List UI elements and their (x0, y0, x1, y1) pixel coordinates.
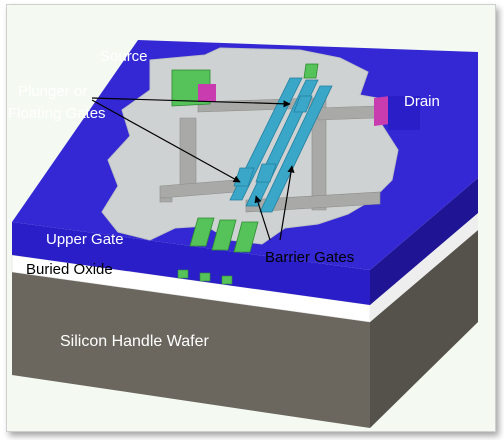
front-contacts (189, 217, 259, 253)
annotation-arrows (91, 97, 295, 241)
gray-frame-structure (159, 97, 381, 213)
buried-oxide-right (370, 213, 478, 322)
label-source: Source (100, 48, 148, 65)
source-pad (171, 69, 216, 107)
label-plunger-line2: Floating Gates (8, 105, 106, 122)
silicon-front-face (12, 272, 370, 428)
upper-gate-front-side (12, 222, 370, 305)
gate-fins (229, 77, 333, 213)
label-silicon-handle-wafer: Silicon Handle Wafer (60, 333, 209, 350)
silicon-right-face (370, 230, 478, 428)
label-drain: Drain (404, 93, 440, 110)
label-buried-oxide: Buried Oxide (26, 261, 113, 278)
label-upper-gate: Upper Gate (46, 231, 124, 248)
label-plunger-line1: Plunger or (18, 83, 87, 100)
upper-gate-right-side (370, 178, 478, 305)
top-contacts (303, 63, 319, 79)
drain-pad (374, 96, 420, 130)
label-barrier-gates: Barrier Gates (265, 249, 354, 266)
oxide-contacts (177, 269, 233, 285)
